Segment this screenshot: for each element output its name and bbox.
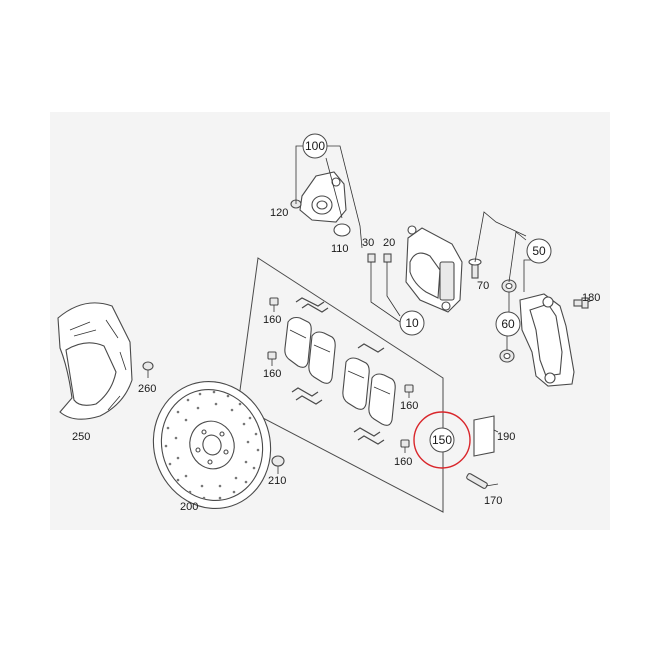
label-160-b: 160 bbox=[263, 368, 281, 380]
label-160-c: 160 bbox=[400, 400, 418, 412]
bracket-leaders bbox=[474, 211, 593, 350]
label-250: 250 bbox=[72, 431, 90, 443]
callout-100-leaders bbox=[295, 145, 363, 249]
bolt-160-b[interactable] bbox=[267, 351, 277, 366]
bolt-160-d[interactable] bbox=[400, 439, 410, 453]
bolt-160-a[interactable] bbox=[269, 297, 279, 312]
label-160-d: 160 bbox=[394, 456, 412, 468]
callout-150-text: 150 bbox=[432, 433, 452, 447]
label-160-a: 160 bbox=[263, 314, 281, 326]
brake-pad-1[interactable] bbox=[284, 316, 312, 368]
dust-shield[interactable] bbox=[57, 302, 133, 420]
callout-50-text: 50 bbox=[532, 244, 546, 258]
label-180: 180 bbox=[582, 292, 600, 304]
brake-pad-3[interactable] bbox=[342, 357, 370, 410]
callout-150[interactable]: 150 bbox=[429, 427, 455, 453]
bolt-160-c[interactable] bbox=[404, 384, 414, 398]
callout-100-text: 100 bbox=[305, 139, 325, 153]
callout-10[interactable]: 10 bbox=[399, 310, 425, 336]
rotor-drill-holes bbox=[164, 390, 260, 500]
pad-kit-panel bbox=[237, 257, 444, 513]
bolt-180[interactable] bbox=[573, 297, 589, 309]
label-260: 260 bbox=[138, 383, 156, 395]
seal-110[interactable] bbox=[333, 223, 351, 237]
label-120: 120 bbox=[270, 207, 288, 219]
caliper-10-leaders bbox=[370, 262, 401, 323]
bolt-210[interactable] bbox=[271, 455, 285, 474]
label-190: 190 bbox=[497, 431, 515, 443]
clip-parts bbox=[291, 297, 385, 445]
brake-pad-2[interactable] bbox=[308, 331, 336, 384]
label-20: 20 bbox=[383, 237, 395, 249]
cap-20[interactable] bbox=[383, 253, 392, 263]
bushing-60-bottom[interactable] bbox=[499, 349, 515, 363]
brake-caliper[interactable] bbox=[405, 225, 463, 313]
brake-pad-4[interactable] bbox=[368, 373, 396, 426]
bushing-60-top[interactable] bbox=[501, 279, 517, 293]
label-30: 30 bbox=[362, 237, 374, 249]
brake-rotor[interactable] bbox=[137, 366, 287, 524]
callout-10-text: 10 bbox=[405, 316, 419, 330]
caliper-bracket[interactable] bbox=[519, 293, 575, 387]
bolt-260[interactable] bbox=[142, 361, 154, 378]
callout-50[interactable]: 50 bbox=[526, 238, 552, 264]
callout-100[interactable]: 100 bbox=[302, 133, 328, 159]
plate-190[interactable] bbox=[473, 415, 499, 457]
label-70: 70 bbox=[477, 280, 489, 292]
caliper-detail[interactable] bbox=[299, 171, 347, 223]
label-170: 170 bbox=[484, 495, 502, 507]
highlight-ring bbox=[413, 411, 471, 469]
rotor-lug-holes bbox=[195, 429, 229, 465]
callout-60[interactable]: 60 bbox=[495, 311, 521, 337]
sensor-170[interactable] bbox=[466, 473, 499, 489]
label-210: 210 bbox=[268, 475, 286, 487]
callout-60-text: 60 bbox=[501, 317, 515, 331]
label-200: 200 bbox=[180, 501, 198, 513]
bleeder-30[interactable] bbox=[367, 253, 376, 263]
label-110: 110 bbox=[331, 243, 349, 255]
